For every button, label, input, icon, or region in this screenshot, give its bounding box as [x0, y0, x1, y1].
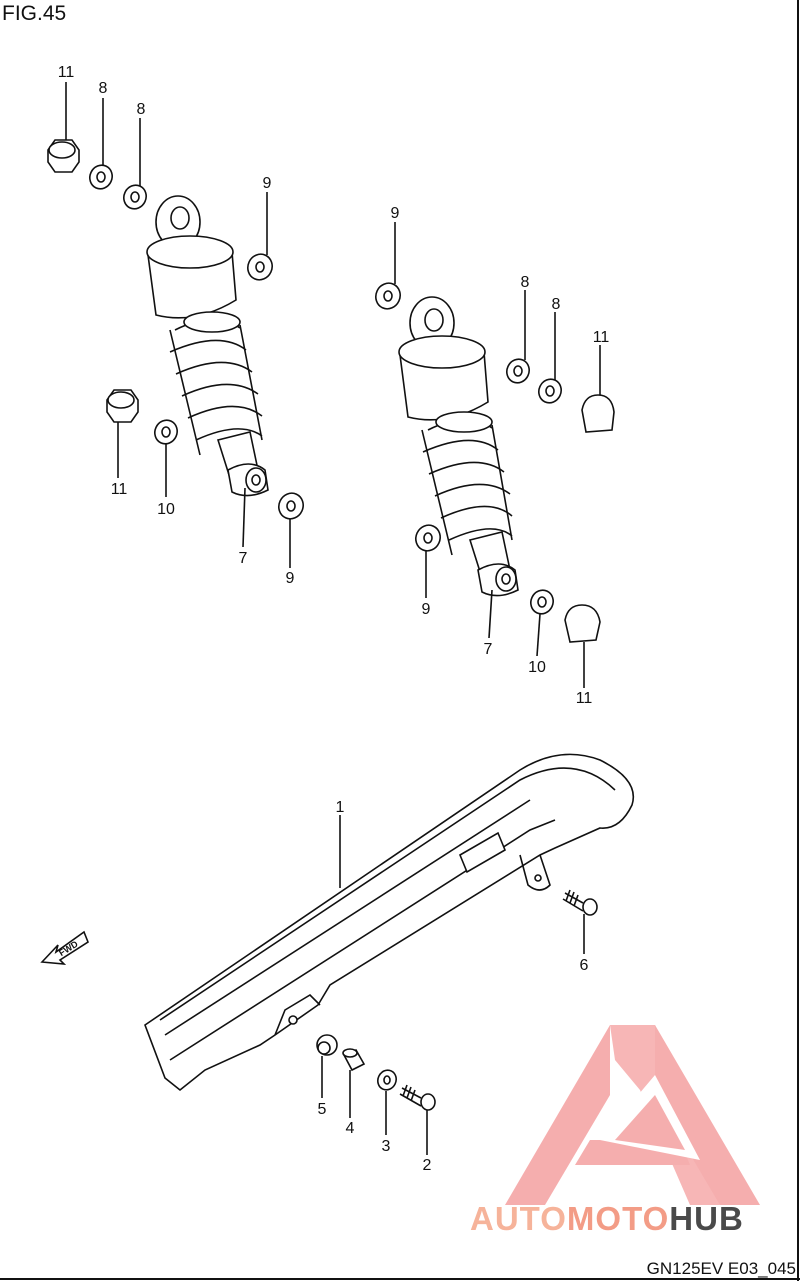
washer-9c: [278, 492, 304, 520]
callout-2: 2: [423, 1157, 432, 1174]
washer-8c: [506, 358, 530, 384]
callout-11-b: 11: [593, 329, 610, 346]
leader-lines: [65, 82, 601, 1155]
washer-9b: [375, 282, 401, 310]
shock-absorber-left: [146, 195, 269, 497]
callout-8-b: 8: [137, 101, 146, 118]
cap-nut-11-right-lower: [564, 604, 601, 643]
callout-9-a: 9: [263, 175, 272, 192]
figure-title: FIG.45: [2, 2, 67, 25]
callout-11-a: 11: [58, 64, 75, 81]
callout-8-d: 8: [552, 296, 561, 313]
chain-case: [144, 753, 634, 1092]
washer-9d: [415, 524, 441, 552]
fwd-arrow-icon: FWD: [40, 930, 89, 965]
bolt-2: [399, 1084, 436, 1111]
callout-7-b: 7: [484, 641, 493, 658]
nut-11-mid-left: [106, 389, 139, 423]
callout-9-d: 9: [422, 601, 431, 618]
collar-4: [342, 1048, 366, 1072]
callout-1: 1: [336, 799, 345, 816]
spacer-5: [316, 1034, 338, 1056]
callout-8-c: 8: [521, 274, 530, 291]
cap-nut-11-right-upper: [581, 394, 615, 433]
washer-10b: [530, 589, 554, 615]
callout-11-d: 11: [576, 690, 593, 707]
watermark-logo: [505, 1025, 760, 1205]
washer-8a: [89, 164, 113, 190]
washer-10a: [154, 419, 178, 445]
callout-9-c: 9: [286, 570, 295, 587]
callout-8-a: 8: [99, 80, 108, 97]
callout-10-b: 10: [528, 659, 546, 676]
figure-code: GN125EV E03_045: [646, 1259, 796, 1278]
watermark-hub: HUB: [669, 1200, 744, 1237]
callout-5: 5: [318, 1101, 327, 1118]
washer-8d: [538, 378, 562, 404]
callout-4: 4: [346, 1120, 355, 1137]
bolt-6: [562, 889, 598, 916]
washer-3: [377, 1069, 397, 1091]
watermark-text: AUTOMOTOHUB: [470, 1200, 744, 1237]
watermark-auto: AUTO: [470, 1200, 567, 1237]
callout-9-b: 9: [391, 205, 400, 222]
callout-3: 3: [382, 1138, 391, 1155]
callout-6: 6: [580, 957, 589, 974]
washer-8b: [123, 184, 147, 210]
callout-7-a: 7: [239, 550, 248, 567]
washer-9a: [247, 253, 273, 281]
callout-11-c: 11: [111, 481, 128, 498]
watermark-moto: MOTO: [567, 1200, 669, 1237]
callout-10-a: 10: [157, 501, 175, 518]
callout-labels: 11 8 8 9 9 8 8 11 11 10 7 9 9 7 10 11 1 …: [58, 64, 610, 1174]
shock-absorber-right: [398, 296, 519, 597]
nut-11-top-left: [47, 139, 80, 173]
